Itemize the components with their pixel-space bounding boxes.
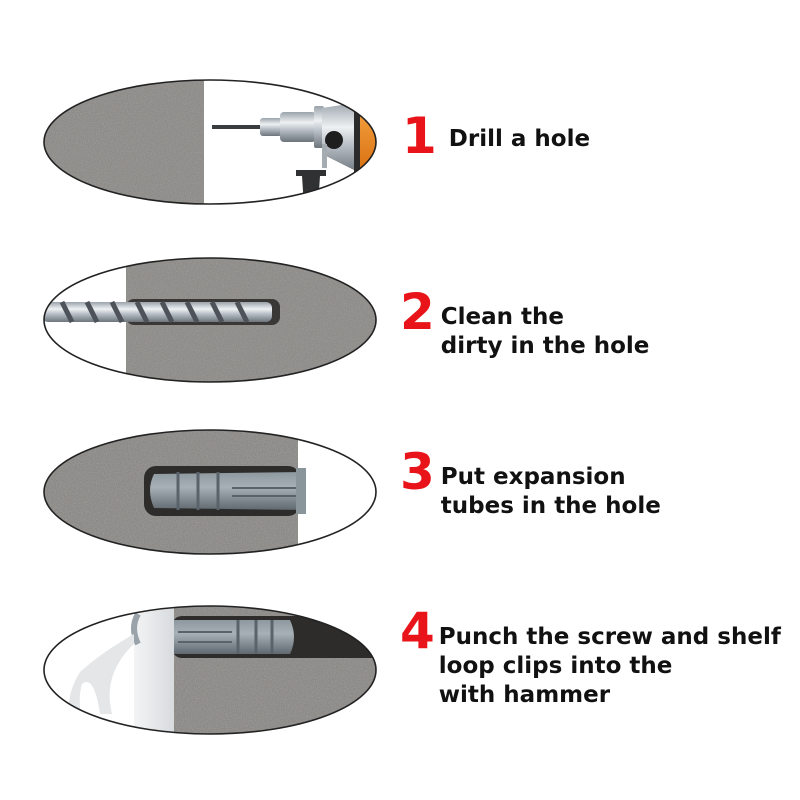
hammer-drill-illustration: [42, 78, 378, 206]
step-3-caption: 3 Put expansion tubes in the hole: [400, 443, 661, 521]
step-1-caption: 1 Drill a hole: [402, 107, 591, 165]
step-text: Clean the dirty in the hole: [440, 304, 650, 359]
expansion-tube-icon: [174, 620, 294, 654]
shelf-clip-icon: [68, 606, 174, 734]
step-number: 1: [402, 107, 437, 165]
step-2-caption: 2 Clean the dirty in the hole: [400, 283, 650, 361]
drill-bit-icon: [44, 300, 272, 324]
step-text: Drill a hole: [448, 126, 591, 152]
drill-bit-illustration: [42, 256, 378, 384]
step-number: 4: [400, 602, 435, 660]
step-text: Punch the screw and shelf loop clips int…: [438, 624, 781, 708]
step-4-caption: 4 Punch the screw and shelf loop clips i…: [400, 602, 781, 710]
step-text: Put expansion tubes in the hole: [440, 464, 661, 519]
step-number: 3: [400, 443, 435, 501]
hook-clip-illustration: [42, 604, 378, 736]
step-number: 2: [400, 283, 435, 341]
expansion-tube-icon: [150, 468, 306, 514]
expansion-anchor-illustration: [42, 428, 378, 556]
